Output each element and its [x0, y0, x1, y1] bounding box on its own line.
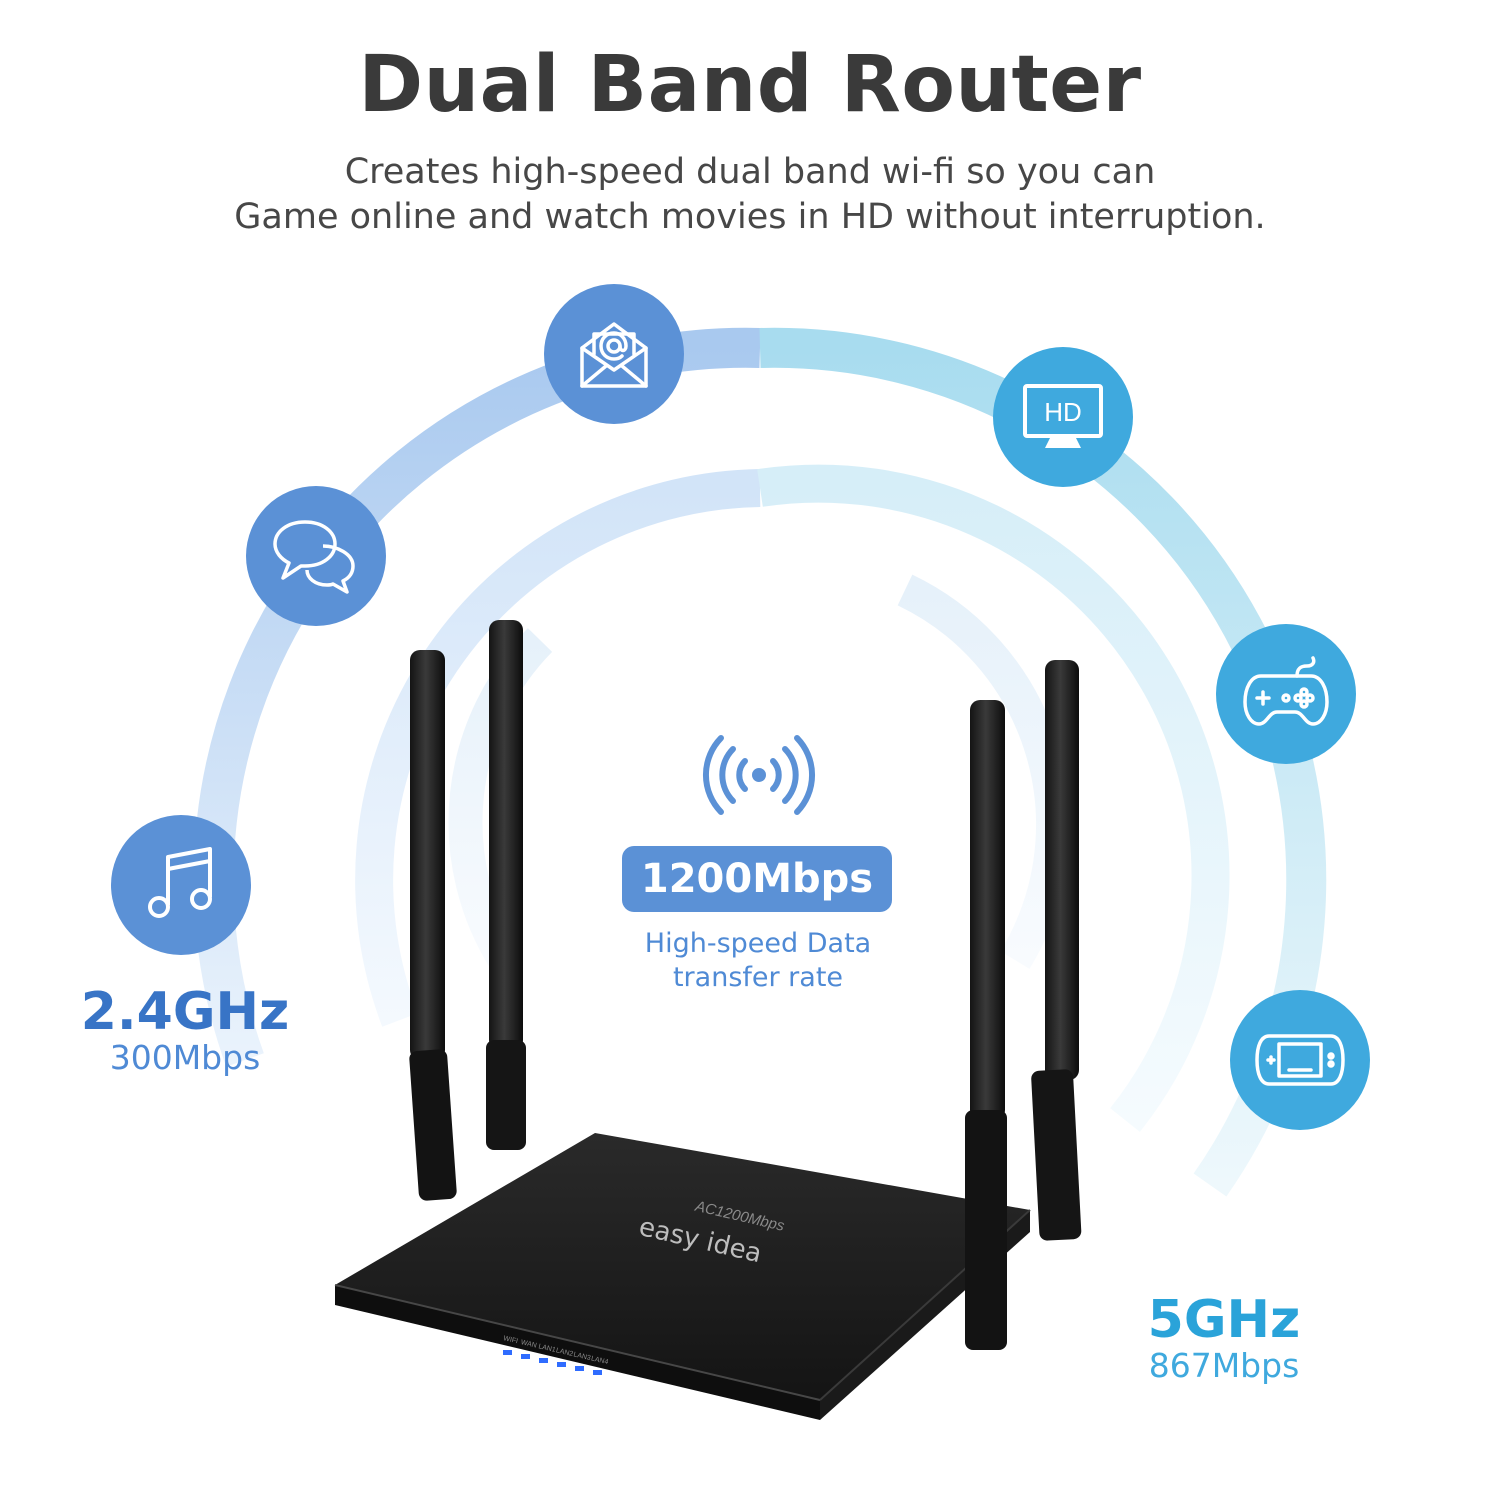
port-label: WAN	[520, 1339, 537, 1349]
email-icon	[544, 284, 684, 424]
status-leds	[503, 1350, 602, 1375]
band-24ghz: 2.4GHz 300Mbps	[60, 982, 310, 1077]
speed-desc-line-1: High-speed Data	[644, 928, 872, 959]
band-24ghz-name: 2.4GHz	[80, 982, 290, 1042]
music-note-icon	[111, 815, 251, 955]
gamepad-icon	[1216, 624, 1356, 764]
antenna-front-right	[965, 700, 1007, 1350]
band-5ghz: 5GHz 867Mbps	[1118, 1290, 1330, 1385]
inner-ring	[897, 574, 1070, 969]
port-label: LAN3	[573, 1351, 592, 1362]
port-label: LAN4	[590, 1355, 609, 1366]
subtitle-line-1: Creates high-speed dual band wi-fi so yo…	[344, 152, 1156, 192]
chat-icon	[246, 486, 386, 626]
port-labels: WIFI WAN LAN1 LAN2 LAN3 LAN4	[503, 1335, 609, 1366]
antenna-back-right	[1031, 660, 1082, 1241]
band-24ghz-speed: 300Mbps	[109, 1038, 261, 1077]
wifi-signal-icon	[702, 735, 816, 815]
hd-tv-icon: HD	[993, 347, 1133, 487]
page-title: Dual Band Router	[358, 40, 1142, 130]
subtitle-line-2: Game online and watch movies in HD witho…	[234, 197, 1266, 237]
antenna-back-left	[486, 620, 526, 1150]
antenna-front-left	[409, 650, 457, 1201]
middle-ring-right	[757, 464, 1230, 1132]
handheld-console-icon	[1230, 990, 1370, 1130]
speed-desc-line-2: transfer rate	[672, 962, 844, 993]
hd-tv-label: HD	[1044, 397, 1082, 427]
port-label: WIFI	[503, 1335, 519, 1345]
band-5ghz-name: 5GHz	[1147, 1290, 1301, 1350]
port-label: LAN2	[555, 1347, 574, 1358]
speed-badge: 1200Mbps	[622, 846, 892, 912]
band-5ghz-speed: 867Mbps	[1148, 1346, 1300, 1385]
port-label: LAN1	[538, 1343, 557, 1354]
